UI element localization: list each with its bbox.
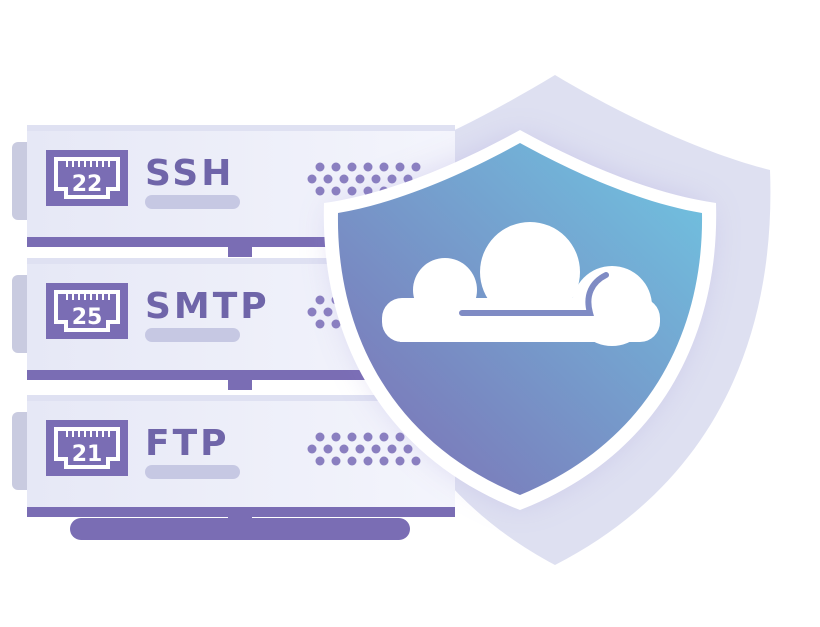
server-stand-base <box>70 518 410 540</box>
port-number: 22 <box>72 172 103 197</box>
cloudflare-shield-icon <box>323 130 717 510</box>
status-pill <box>145 465 240 479</box>
ethernet-port-icon: 22 <box>46 150 128 206</box>
server-bottom-rail <box>27 370 455 380</box>
protocol-label: FTP <box>145 423 230 464</box>
server-unit-ftp: 21 FTP <box>12 395 455 517</box>
server-connector <box>228 380 252 390</box>
status-pill <box>145 195 240 209</box>
ethernet-port-icon: 25 <box>46 283 128 339</box>
server-top-edge <box>27 125 455 131</box>
server-bottom-rail <box>27 507 455 517</box>
server-bottom-rail <box>27 237 455 247</box>
port-number: 25 <box>72 305 103 330</box>
server-unit-ssh: 22 SSH <box>12 125 455 257</box>
port-number: 21 <box>72 442 103 467</box>
protocol-label: SSH <box>145 153 234 194</box>
server-connector <box>228 247 252 257</box>
server-top-edge <box>27 395 455 401</box>
status-pill <box>145 328 240 342</box>
protocol-label: SMTP <box>145 286 270 327</box>
ethernet-port-icon: 21 <box>46 420 128 476</box>
vent-dots <box>307 432 421 466</box>
server-top-edge <box>27 258 455 264</box>
